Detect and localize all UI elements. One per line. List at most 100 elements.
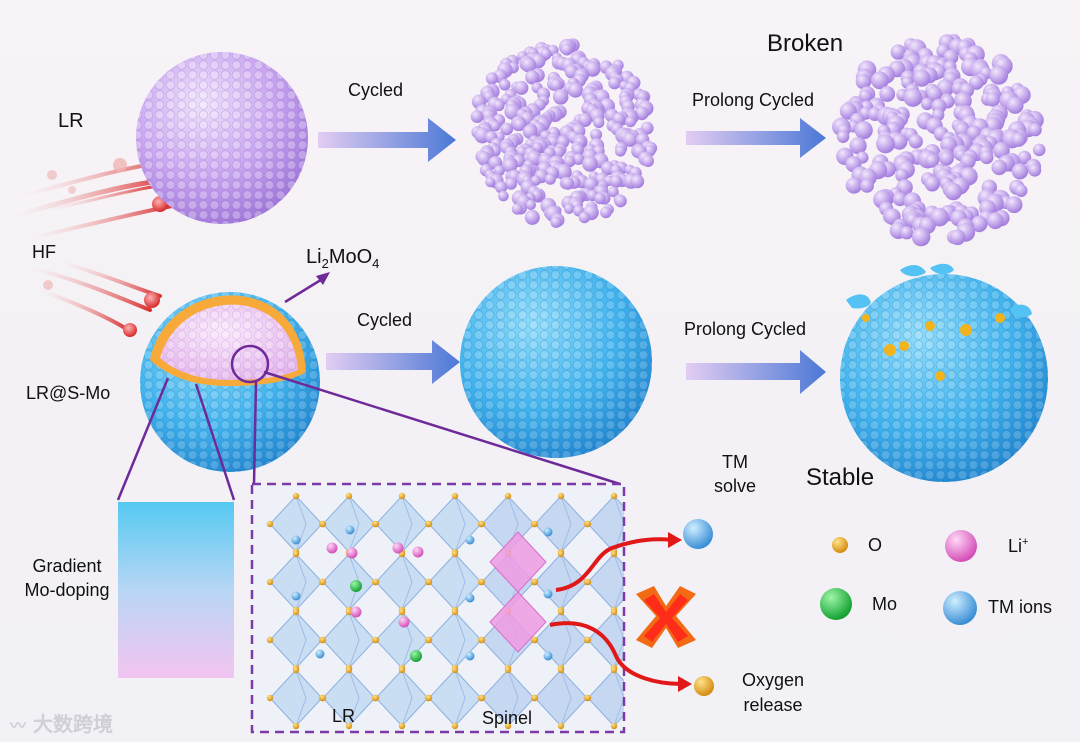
particle-ball <box>609 175 623 188</box>
lattice-tm-ion <box>465 593 475 603</box>
lattice-oxygen <box>292 666 300 674</box>
lattice-oxygen <box>319 578 327 586</box>
lattice-oxygen <box>610 666 618 674</box>
particle-ball <box>1005 196 1023 214</box>
lattice-edge <box>348 611 360 669</box>
particle-ball <box>849 137 867 155</box>
label-stable: Stable <box>806 464 875 491</box>
particle-ball <box>630 174 645 189</box>
lattice-oxygen <box>557 608 565 616</box>
particle-ball <box>908 134 923 149</box>
particle-ball <box>608 76 621 90</box>
lattice-edge <box>560 553 572 611</box>
lattice-edge <box>295 611 307 669</box>
particle-ball <box>594 192 606 205</box>
particle-ball <box>590 128 603 141</box>
lattice-oxygen <box>584 520 592 528</box>
particle-ball <box>1006 96 1024 114</box>
particle-ball <box>550 216 562 228</box>
particle-ball <box>836 130 850 143</box>
particle-ball <box>511 203 523 215</box>
particle-ball <box>563 155 576 168</box>
lattice-oxygen <box>610 722 618 730</box>
lattice-oxygen <box>372 636 380 644</box>
lattice-oxygen <box>478 694 486 702</box>
particle-ball <box>552 89 569 105</box>
particle-ball <box>615 145 626 157</box>
lattice-oxygen <box>372 694 380 702</box>
particle-ball <box>544 173 556 185</box>
particle-ball <box>925 154 939 168</box>
particle-ball <box>614 194 627 208</box>
lattice-edge <box>454 495 466 553</box>
particle-ball <box>498 79 511 91</box>
particle-ball <box>514 80 529 95</box>
particle-ball <box>991 159 1007 176</box>
lattice-oxygen <box>292 550 300 558</box>
lattice-oxygen <box>531 578 539 586</box>
lattice-oxygen <box>504 492 512 500</box>
particle-ball <box>903 88 923 107</box>
label-inset-spinel: Spinel <box>482 708 533 728</box>
particle-ball <box>498 190 509 202</box>
lattice-oxygen <box>319 694 327 702</box>
particle-ball <box>879 86 896 102</box>
lattice-oxygen <box>266 694 274 702</box>
particle-ball <box>1011 132 1026 147</box>
particle-ball <box>926 86 942 102</box>
label-lr-at-s-mo: LR@S-Mo <box>26 383 111 403</box>
particle-ball <box>625 116 636 128</box>
particle-ball <box>572 153 585 165</box>
lattice-oxygen <box>637 695 643 701</box>
particle-ball <box>891 133 908 150</box>
lattice-edge <box>401 669 413 727</box>
lattice-oxygen <box>345 666 353 674</box>
label-prolong-bottom: Prolong Cycled <box>684 319 807 339</box>
lattice-tm-ion <box>543 527 553 537</box>
legend-o-label: O <box>868 535 883 555</box>
label-lr-top: LR <box>58 110 84 132</box>
particle-ball <box>944 182 962 201</box>
particle-ball <box>895 168 909 183</box>
cycled-coated-particle <box>460 266 652 458</box>
particle-ball <box>642 155 654 167</box>
lattice-edge <box>401 495 413 553</box>
particle-ball <box>552 146 565 159</box>
particle-ball <box>513 118 526 131</box>
lattice-edge <box>348 495 360 553</box>
cycled-arrow-bottom <box>326 340 460 384</box>
particle-ball <box>608 186 619 198</box>
lattice-oxygen <box>372 578 380 586</box>
lattice-edge <box>613 553 624 611</box>
particle-ball <box>943 49 959 65</box>
legend-mo-label: Mo <box>872 594 898 614</box>
particle-ball <box>985 92 1001 107</box>
particle-ball <box>949 229 966 246</box>
li2moo4-pointer <box>284 276 325 304</box>
lattice-oxygen <box>557 666 565 674</box>
lattice-oxygen <box>266 520 274 528</box>
particle-ball <box>979 150 994 165</box>
lattice-oxygen <box>478 520 486 528</box>
lattice-oxygen <box>531 694 539 702</box>
lattice-oxygen <box>292 722 300 730</box>
lattice-oxygen <box>584 578 592 586</box>
particle-ball <box>1014 184 1028 198</box>
lattice-edge <box>295 553 307 611</box>
lattice-oxygen <box>557 722 565 730</box>
legend-mo-ball <box>820 588 852 620</box>
particle-ball <box>913 69 931 87</box>
lattice-oxygen <box>398 608 406 616</box>
gradient-mo-doping-bar <box>118 502 234 678</box>
lattice-oxygen <box>398 722 406 730</box>
particle-ball <box>525 70 540 85</box>
particle-ball <box>893 192 907 207</box>
particle-ball <box>485 177 496 188</box>
lattice-tm-ion <box>543 651 553 661</box>
legend-tm-label: TM ions <box>988 597 1053 617</box>
particle-ball <box>876 134 895 154</box>
